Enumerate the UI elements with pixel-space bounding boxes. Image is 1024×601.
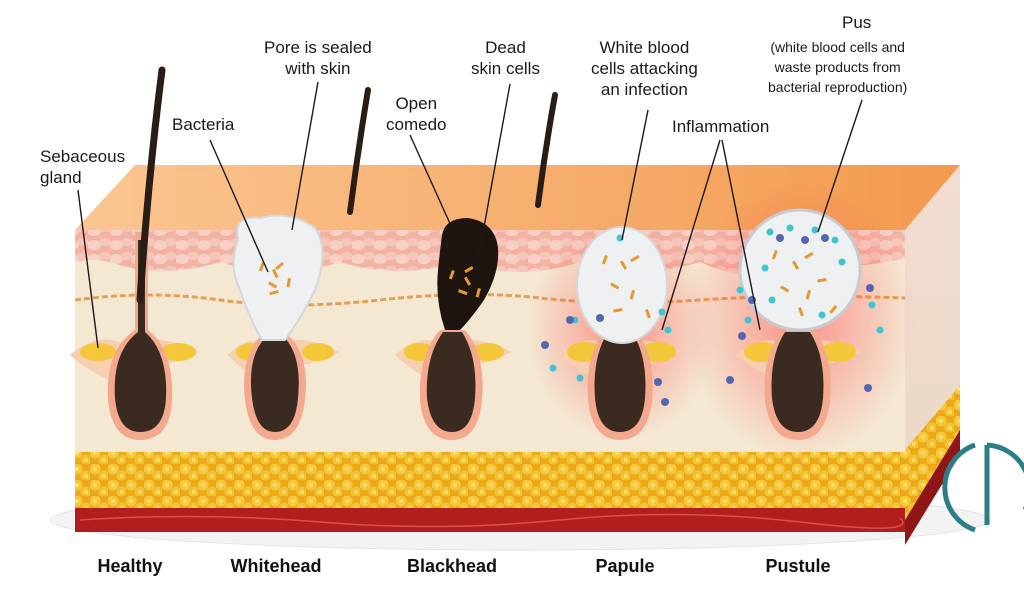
leader-sebaceous — [77, 189, 99, 349]
right-side-fat — [905, 385, 960, 530]
leader-inflammation-1 — [661, 139, 721, 331]
stage-label-healthy: Healthy — [97, 556, 163, 576]
callout-bacteria: Bacteria — [172, 115, 235, 134]
leader-pore — [291, 81, 319, 231]
callout-open-comedo: Open comedo — [386, 94, 447, 134]
leader-bacteria — [209, 139, 269, 273]
callout-pus-title: Pus — [842, 13, 872, 32]
leader-dead-skin — [477, 83, 511, 261]
leader-wbc — [621, 109, 649, 241]
callout-inflammation: Inflammation — [672, 117, 770, 136]
muscle-layer — [75, 508, 905, 532]
whitehead-follicle — [228, 214, 340, 440]
leader-inflammation-2 — [721, 139, 761, 331]
blackhead-follicle — [395, 218, 512, 440]
callout-pus-detail: (white blood cells and waste products fr… — [768, 39, 908, 95]
healthy-follicle — [70, 66, 200, 440]
stage-label-papule: Papule — [595, 556, 655, 576]
callout-dead-skin-cells: Dead skin cells — [471, 38, 540, 78]
pustule-follicle — [726, 208, 884, 440]
stage-label-blackhead: Blackhead — [406, 556, 498, 576]
callout-white-blood-cells: White blood cells attacking an infection — [591, 38, 698, 99]
leader-pus — [817, 99, 863, 233]
hair-strand — [347, 87, 371, 215]
callout-pore-sealed: Pore is sealed with skin — [264, 38, 372, 78]
hair-strand — [535, 92, 558, 208]
fat-layer — [75, 452, 905, 510]
stage-label-whitehead: Whitehead — [230, 556, 322, 576]
callout-sebaceous-gland: Sebaceous gland — [40, 147, 126, 187]
papule-follicle — [541, 226, 680, 440]
leader-open-comedo — [409, 134, 453, 229]
stage-label-pustule: Pustule — [765, 556, 831, 576]
right-side-muscle — [905, 430, 960, 545]
